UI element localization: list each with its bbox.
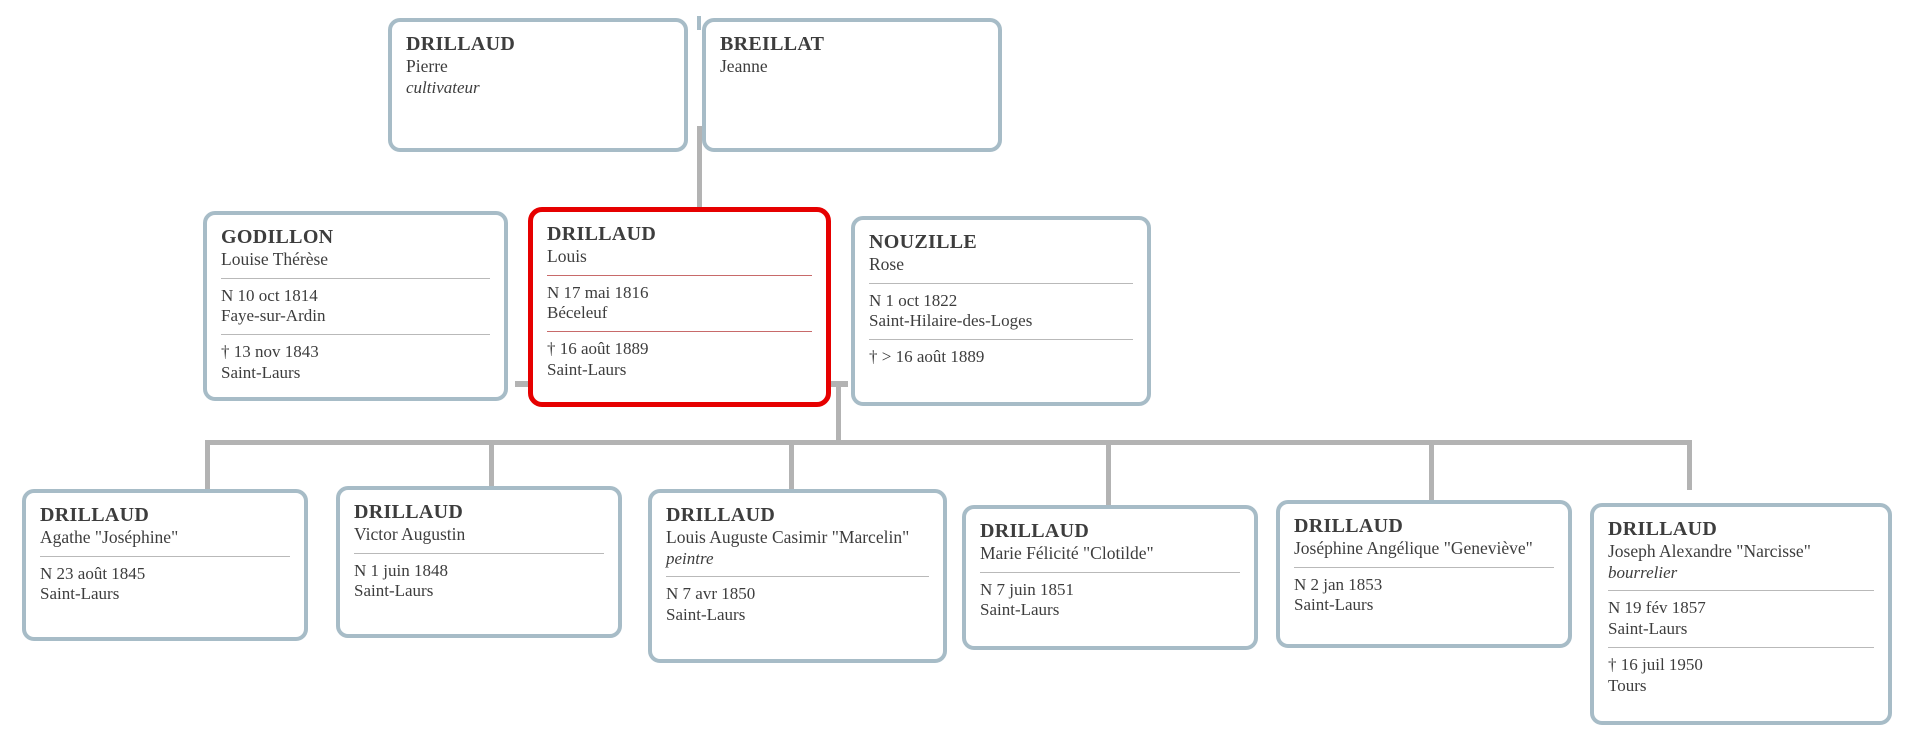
- person-card-child-narcisse[interactable]: DRILLAUD Joseph Alexandre "Narcisse" bou…: [1590, 503, 1892, 725]
- birth-event: N 19 fév 1857 Saint-Laurs: [1608, 598, 1874, 639]
- death-event: † 16 août 1889 Saint-Laurs: [547, 339, 812, 380]
- connector-drop-child-2: [489, 440, 494, 488]
- surname: NOUZILLE: [869, 231, 977, 253]
- death-place: Saint-Laurs: [221, 362, 301, 382]
- given-name: Louis Auguste Casimir "Marcelin": [666, 527, 910, 548]
- death-date: † 16 juil 1950: [1608, 654, 1703, 674]
- death-event: † 13 nov 1843 Saint-Laurs: [221, 342, 490, 383]
- divider: [1608, 590, 1874, 592]
- given-name: Marie Félicité "Clotilde": [980, 543, 1154, 564]
- birth-date: N 19 fév 1857: [1608, 598, 1706, 618]
- birth-date: N 2 jan 1853: [1294, 574, 1383, 594]
- divider: [869, 339, 1133, 341]
- birth-event: N 1 oct 1822 Saint-Hilaire-des-Loges: [869, 291, 1133, 332]
- connector-drop-child-3: [789, 440, 794, 492]
- divider: [221, 334, 490, 336]
- person-card-grandmother[interactable]: BREILLAT Jeanne: [702, 18, 1002, 152]
- birth-date: N 7 avr 1850: [666, 584, 756, 604]
- surname: DRILLAUD: [980, 520, 1090, 542]
- surname: DRILLAUD: [40, 504, 150, 526]
- birth-event: N 7 avr 1850 Saint-Laurs: [666, 584, 929, 625]
- given-name: Agathe "Joséphine": [40, 527, 179, 548]
- divider: [1608, 646, 1874, 648]
- given-name: Joseph Alexandre "Narcisse": [1608, 541, 1811, 562]
- birth-event: N 23 août 1845 Saint-Laurs: [40, 564, 290, 605]
- birth-date: N 23 août 1845: [40, 563, 146, 583]
- connector-grandparents-couple: [697, 16, 701, 30]
- person-card-nouzille[interactable]: NOUZILLE Rose N 1 oct 1822 Saint-Hilaire…: [851, 216, 1151, 406]
- birth-place: Saint-Laurs: [354, 581, 434, 601]
- divider: [547, 331, 812, 333]
- person-card-child-clotilde[interactable]: DRILLAUD Marie Félicité "Clotilde" N 7 j…: [962, 505, 1258, 650]
- birth-event: N 10 oct 1814 Faye-sur-Ardin: [221, 286, 490, 327]
- surname: DRILLAUD: [547, 223, 657, 245]
- birth-place: Saint-Hilaire-des-Loges: [869, 311, 1033, 331]
- death-date: † > 16 août 1889: [869, 347, 985, 367]
- person-card-child-agathe[interactable]: DRILLAUD Agathe "Joséphine" N 23 août 18…: [22, 489, 308, 641]
- birth-place: Saint-Laurs: [1294, 595, 1374, 615]
- given-name: Pierre: [406, 56, 448, 77]
- divider: [354, 552, 604, 554]
- death-event: † 16 juil 1950 Tours: [1608, 655, 1874, 696]
- surname: DRILLAUD: [354, 501, 464, 523]
- connector-drop-child-5: [1429, 440, 1434, 500]
- death-date: † 13 nov 1843: [221, 342, 319, 362]
- connector-drop-child-4: [1106, 440, 1111, 508]
- connector-drop-child-1: [205, 440, 210, 492]
- birth-place: Saint-Laurs: [666, 605, 746, 625]
- connector-godillon-to-louis: [515, 381, 533, 387]
- given-name: Rose: [869, 254, 904, 275]
- death-place: Saint-Laurs: [547, 359, 627, 379]
- connector-parents-descent-stem: [836, 384, 841, 444]
- person-card-godillon[interactable]: GODILLON Louise Thérèse N 10 oct 1814 Fa…: [203, 211, 508, 401]
- given-name: Joséphine Angélique "Geneviève": [1294, 538, 1533, 559]
- divider: [869, 282, 1133, 284]
- occupation: bourrelier: [1608, 562, 1678, 582]
- birth-place: Saint-Laurs: [1608, 619, 1688, 639]
- surname: DRILLAUD: [1608, 518, 1718, 540]
- surname: DRILLAUD: [1294, 515, 1404, 537]
- surname: DRILLAUD: [666, 504, 776, 526]
- death-date: † 16 août 1889: [547, 339, 649, 359]
- given-name: Victor Augustin: [354, 524, 466, 545]
- occupation: peintre: [666, 548, 714, 568]
- death-place: Tours: [1608, 675, 1647, 695]
- person-card-louis-drillaud-focus[interactable]: DRILLAUD Louis N 17 mai 1816 Béceleuf † …: [528, 207, 831, 407]
- birth-event: N 7 juin 1851 Saint-Laurs: [980, 580, 1240, 621]
- birth-date: N 1 juin 1848: [354, 560, 448, 580]
- person-card-child-genevieve[interactable]: DRILLAUD Joséphine Angélique "Geneviève"…: [1276, 500, 1572, 648]
- birth-date: N 17 mai 1816: [547, 282, 649, 302]
- birth-event: N 17 mai 1816 Béceleuf: [547, 283, 812, 324]
- person-card-child-marcelin[interactable]: DRILLAUD Louis Auguste Casimir "Marcelin…: [648, 489, 947, 663]
- birth-event: N 2 jan 1853 Saint-Laurs: [1294, 575, 1554, 616]
- given-name: Jeanne: [720, 56, 768, 77]
- surname: GODILLON: [221, 226, 334, 248]
- birth-place: Saint-Laurs: [980, 600, 1060, 620]
- person-card-child-victor[interactable]: DRILLAUD Victor Augustin N 1 juin 1848 S…: [336, 486, 622, 638]
- occupation: cultivateur: [406, 77, 480, 97]
- divider: [40, 555, 290, 557]
- divider: [547, 274, 812, 276]
- birth-place: Saint-Laurs: [40, 584, 120, 604]
- birth-date: N 7 juin 1851: [980, 579, 1074, 599]
- connector-grandparents-to-louis: [697, 126, 702, 214]
- birth-date: N 1 oct 1822: [869, 290, 958, 310]
- connector-drop-child-6: [1687, 440, 1692, 490]
- birth-date: N 10 oct 1814: [221, 285, 318, 305]
- divider: [980, 571, 1240, 573]
- divider: [221, 277, 490, 279]
- birth-place: Faye-sur-Ardin: [221, 306, 326, 326]
- divider: [666, 576, 929, 578]
- divider: [1294, 566, 1554, 568]
- surname: DRILLAUD: [406, 33, 516, 55]
- surname: BREILLAT: [720, 33, 825, 55]
- person-card-grandfather[interactable]: DRILLAUD Pierre cultivateur: [388, 18, 688, 152]
- birth-place: Béceleuf: [547, 303, 608, 323]
- connector-sibling-bus: [205, 440, 1692, 445]
- death-event: † > 16 août 1889: [869, 347, 1133, 368]
- given-name: Louis: [547, 246, 587, 267]
- given-name: Louise Thérèse: [221, 249, 329, 270]
- birth-event: N 1 juin 1848 Saint-Laurs: [354, 561, 604, 602]
